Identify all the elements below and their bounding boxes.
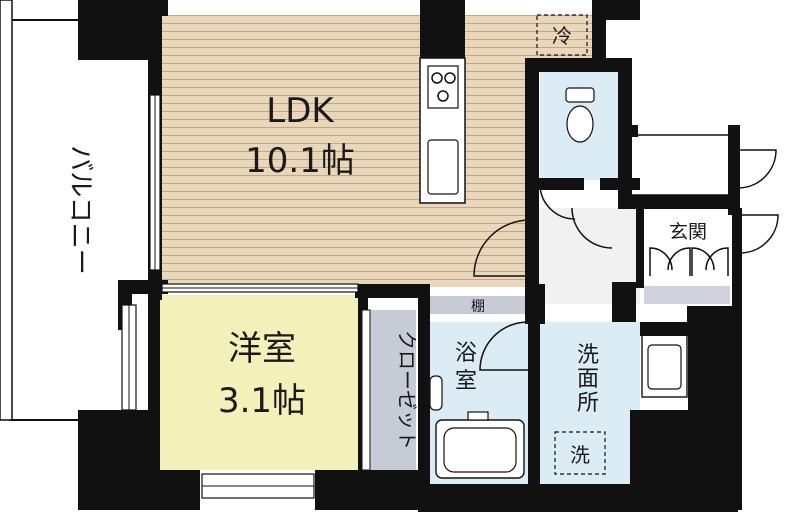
entrance-label: 玄関 xyxy=(669,221,707,243)
shoe-cabinet-icon xyxy=(649,247,729,276)
ldk-size: 10.1帖 xyxy=(245,141,355,181)
shower-icon xyxy=(429,375,443,411)
closet-floor xyxy=(368,310,416,470)
toilet-icon xyxy=(565,87,595,143)
bath-label-2: 室 xyxy=(455,369,477,394)
ldk-label: LDK xyxy=(266,91,335,131)
western-room-size: 3.1帖 xyxy=(218,381,306,421)
bath-label-1: 浴 xyxy=(455,341,477,366)
washroom-label-3: 所 xyxy=(577,391,599,416)
washer-spot: 洗 xyxy=(554,431,606,475)
storage-door-swing xyxy=(737,149,777,189)
ldk-door-swing xyxy=(473,219,531,277)
ldk-window xyxy=(149,94,161,271)
western-sliding-door xyxy=(161,283,359,293)
shelf-label: 棚 xyxy=(471,299,485,315)
sink-icon xyxy=(427,139,459,195)
front-door-swing xyxy=(739,214,779,254)
western-window-bottom xyxy=(201,473,315,499)
toilet-door-swing xyxy=(539,183,576,220)
kitchen-counter xyxy=(419,57,466,204)
western-room-label: 洋室 xyxy=(228,329,296,369)
walls xyxy=(78,0,742,512)
fridge-spot: 冷 xyxy=(536,14,588,56)
entrance-step xyxy=(644,286,730,304)
washroom-label-2: 面 xyxy=(577,367,599,392)
bathtub-icon xyxy=(435,411,525,479)
balcony-label: バルコニー xyxy=(65,145,95,274)
washer-label: 洗 xyxy=(570,443,590,467)
washroom-floor xyxy=(540,322,640,484)
entrance-floor xyxy=(644,212,732,280)
bath-door-swing xyxy=(479,321,529,371)
washbasin-icon xyxy=(641,334,688,398)
closet-sliding-door xyxy=(361,309,371,471)
stove-icon xyxy=(427,65,459,109)
washroom-label-1: 洗 xyxy=(577,343,599,368)
balcony: バルコニー xyxy=(0,0,151,421)
shelf: 棚 xyxy=(430,296,525,315)
western-room-floor xyxy=(160,295,360,470)
closet-label: クローゼット xyxy=(395,330,419,450)
fridge-label: 冷 xyxy=(552,24,572,48)
western-window-left xyxy=(121,304,137,411)
